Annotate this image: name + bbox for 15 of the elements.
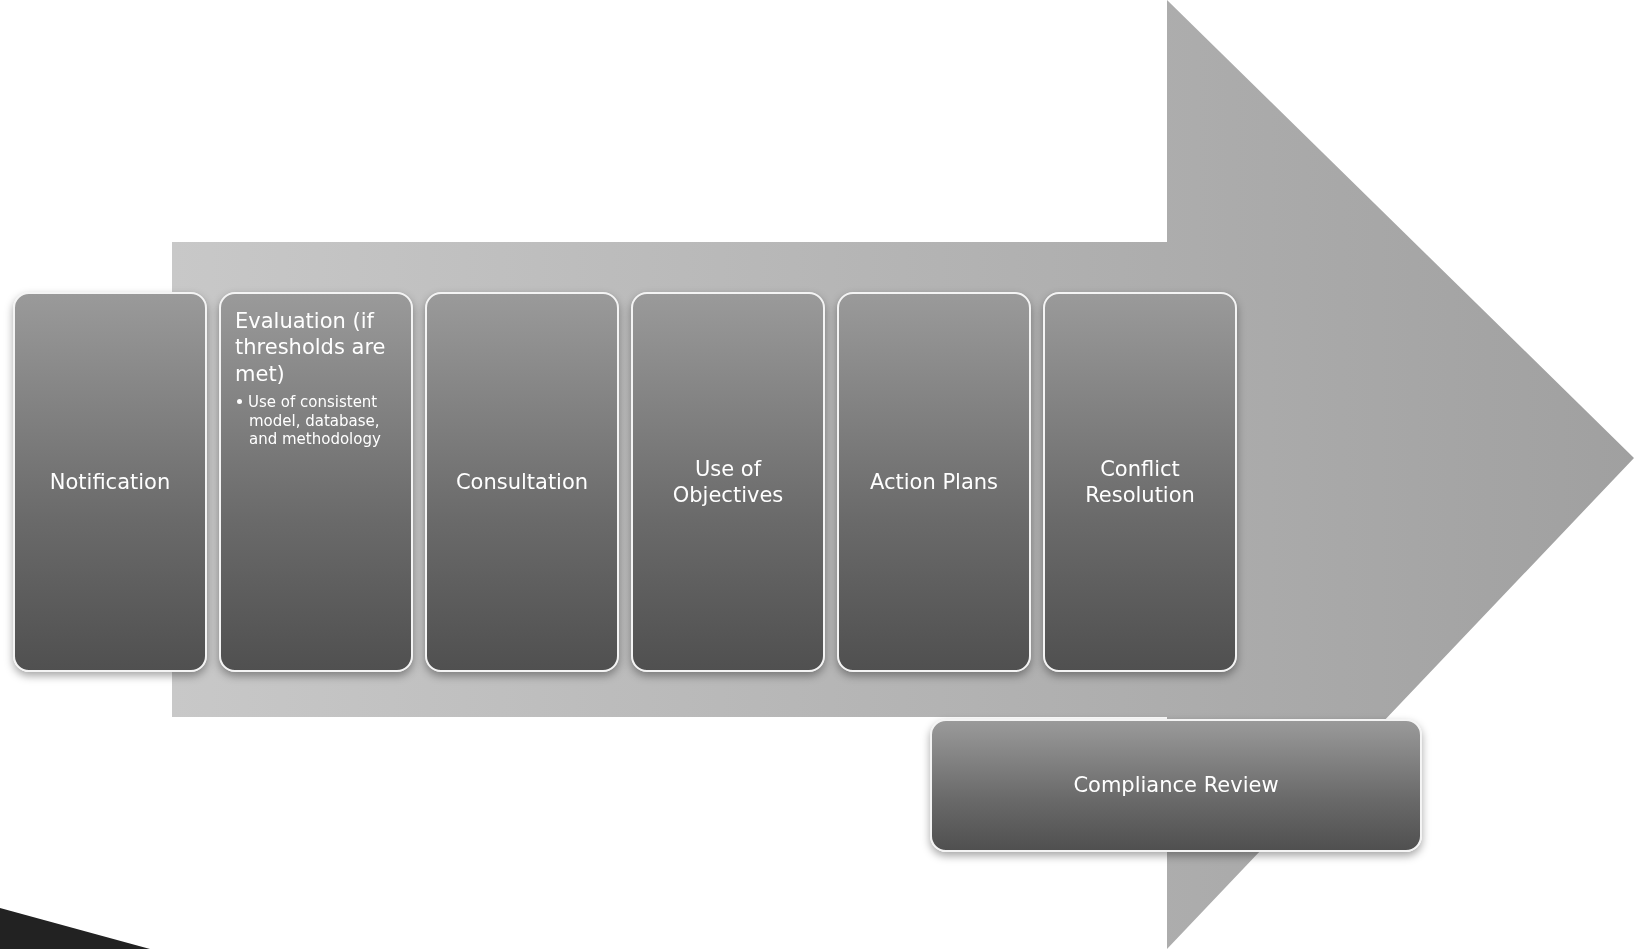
step-label: Action Plans bbox=[869, 468, 999, 496]
step-label: Use of Objectives bbox=[671, 455, 785, 509]
bullet-text: Use of consistent model, database, and methodology bbox=[235, 392, 397, 449]
process-box bbox=[930, 719, 1422, 852]
step-label: Compliance Review bbox=[1073, 772, 1279, 799]
process-box bbox=[219, 292, 413, 672]
step-label: Evaluation (if thresholds are met) bbox=[235, 308, 387, 387]
process-box bbox=[1043, 292, 1237, 672]
process-box bbox=[837, 292, 1031, 672]
step-label: Notification bbox=[49, 468, 171, 496]
step-label: Conflict Resolution bbox=[1084, 455, 1196, 509]
process-box bbox=[631, 292, 825, 672]
process-box bbox=[13, 292, 207, 672]
step-label: Consultation bbox=[455, 468, 589, 496]
process-box bbox=[425, 292, 619, 672]
